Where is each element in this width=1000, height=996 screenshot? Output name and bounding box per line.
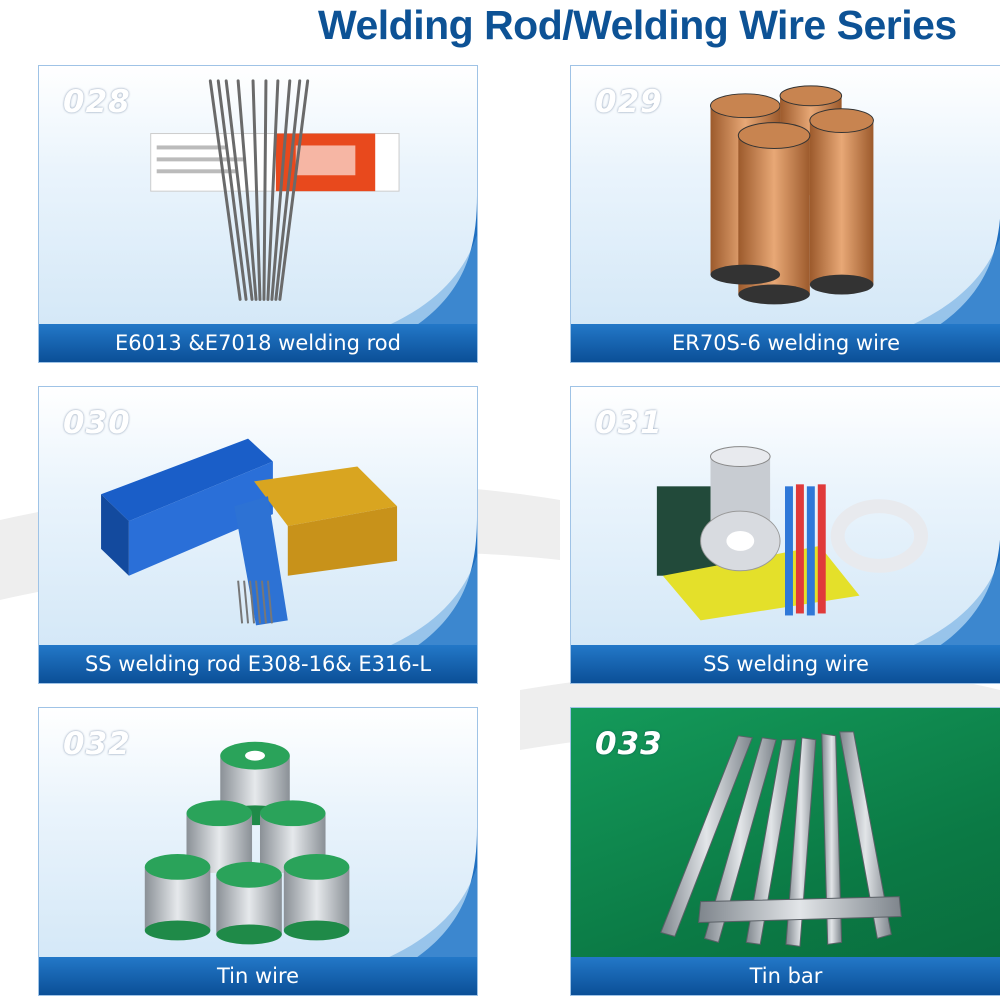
product-card-031[interactable]: 031 SS welding wire [570,386,1000,684]
product-number: 032 [63,726,131,762]
product-caption: Tin wire [39,957,477,995]
product-number: 031 [595,405,663,441]
solder-wire-spools-image [144,741,350,945]
product-caption: SS welding rod E308-16& E316-L [39,645,477,683]
product-caption: E6013 &E7018 welding rod [39,324,477,362]
product-caption: ER70S-6 welding wire [571,324,1000,362]
solder-bars-image [660,731,902,947]
product-caption: Tin bar [571,957,1000,995]
product-number: 028 [63,84,131,120]
welding-rods-with-box-image [150,79,400,301]
product-caption: SS welding wire [571,645,1000,683]
product-number: 033 [595,726,663,762]
product-number: 029 [595,84,663,120]
product-card-029[interactable]: 029 ER70S-6 welding wire [570,65,1000,363]
stainless-wire-spools-image [656,446,929,621]
copper-wire-spools-image [710,85,874,305]
page-title: Welding Rod/Welding Wire Series [318,2,957,48]
blue-yellow-rod-boxes-image [101,438,398,626]
product-card-032[interactable]: 032 Tin wire [38,707,478,996]
product-number: 030 [63,405,131,441]
product-card-028[interactable]: 028 E6013 &E7018 welding rod [38,65,478,363]
product-card-030[interactable]: 030 SS welding rod E308-16& E316-L [38,386,478,684]
product-card-033[interactable]: 033 Tin bar [570,707,1000,996]
